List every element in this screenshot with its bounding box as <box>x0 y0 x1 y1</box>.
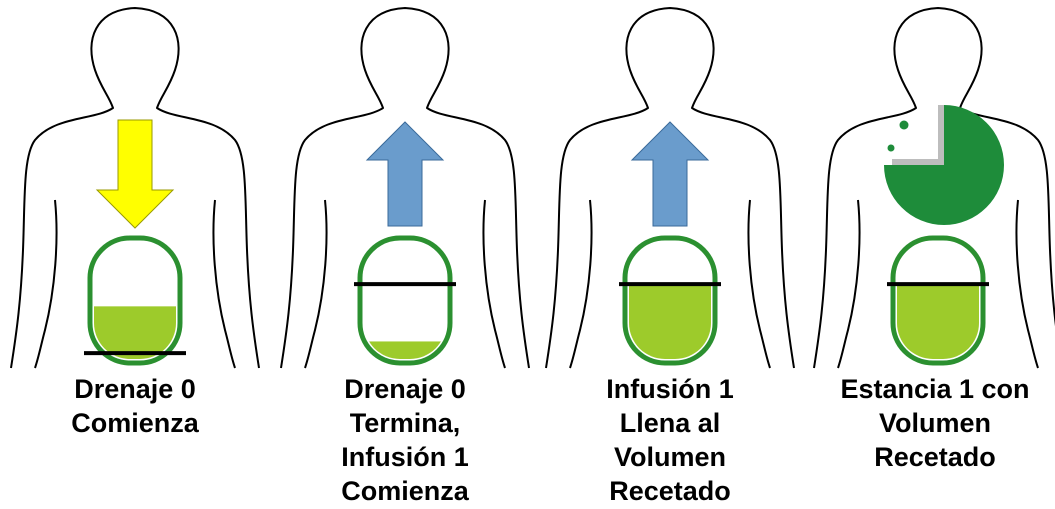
caption-line: Recetado <box>815 440 1055 474</box>
panel-1 <box>11 8 259 368</box>
caption-line: Infusión 1 <box>285 440 525 474</box>
caption-line: Comienza <box>15 406 255 440</box>
caption-line: Volumen <box>815 406 1055 440</box>
caption-line: Drenaje 0 <box>15 372 255 406</box>
caption-line: Infusión 1 <box>550 372 790 406</box>
caption-line: Drenaje 0 <box>285 372 525 406</box>
panel-3 <box>546 8 794 368</box>
panel-4 <box>814 8 1055 368</box>
caption-line: Volumen <box>550 440 790 474</box>
caption-line: Estancia 1 con <box>815 372 1055 406</box>
caption-line: Llena al <box>550 406 790 440</box>
clock-icon <box>884 105 1004 225</box>
caption-line: Recetado <box>550 474 790 508</box>
caption-line: Termina, <box>285 406 525 440</box>
panel-2 <box>281 8 529 368</box>
caption-line: Comienza <box>285 474 525 508</box>
